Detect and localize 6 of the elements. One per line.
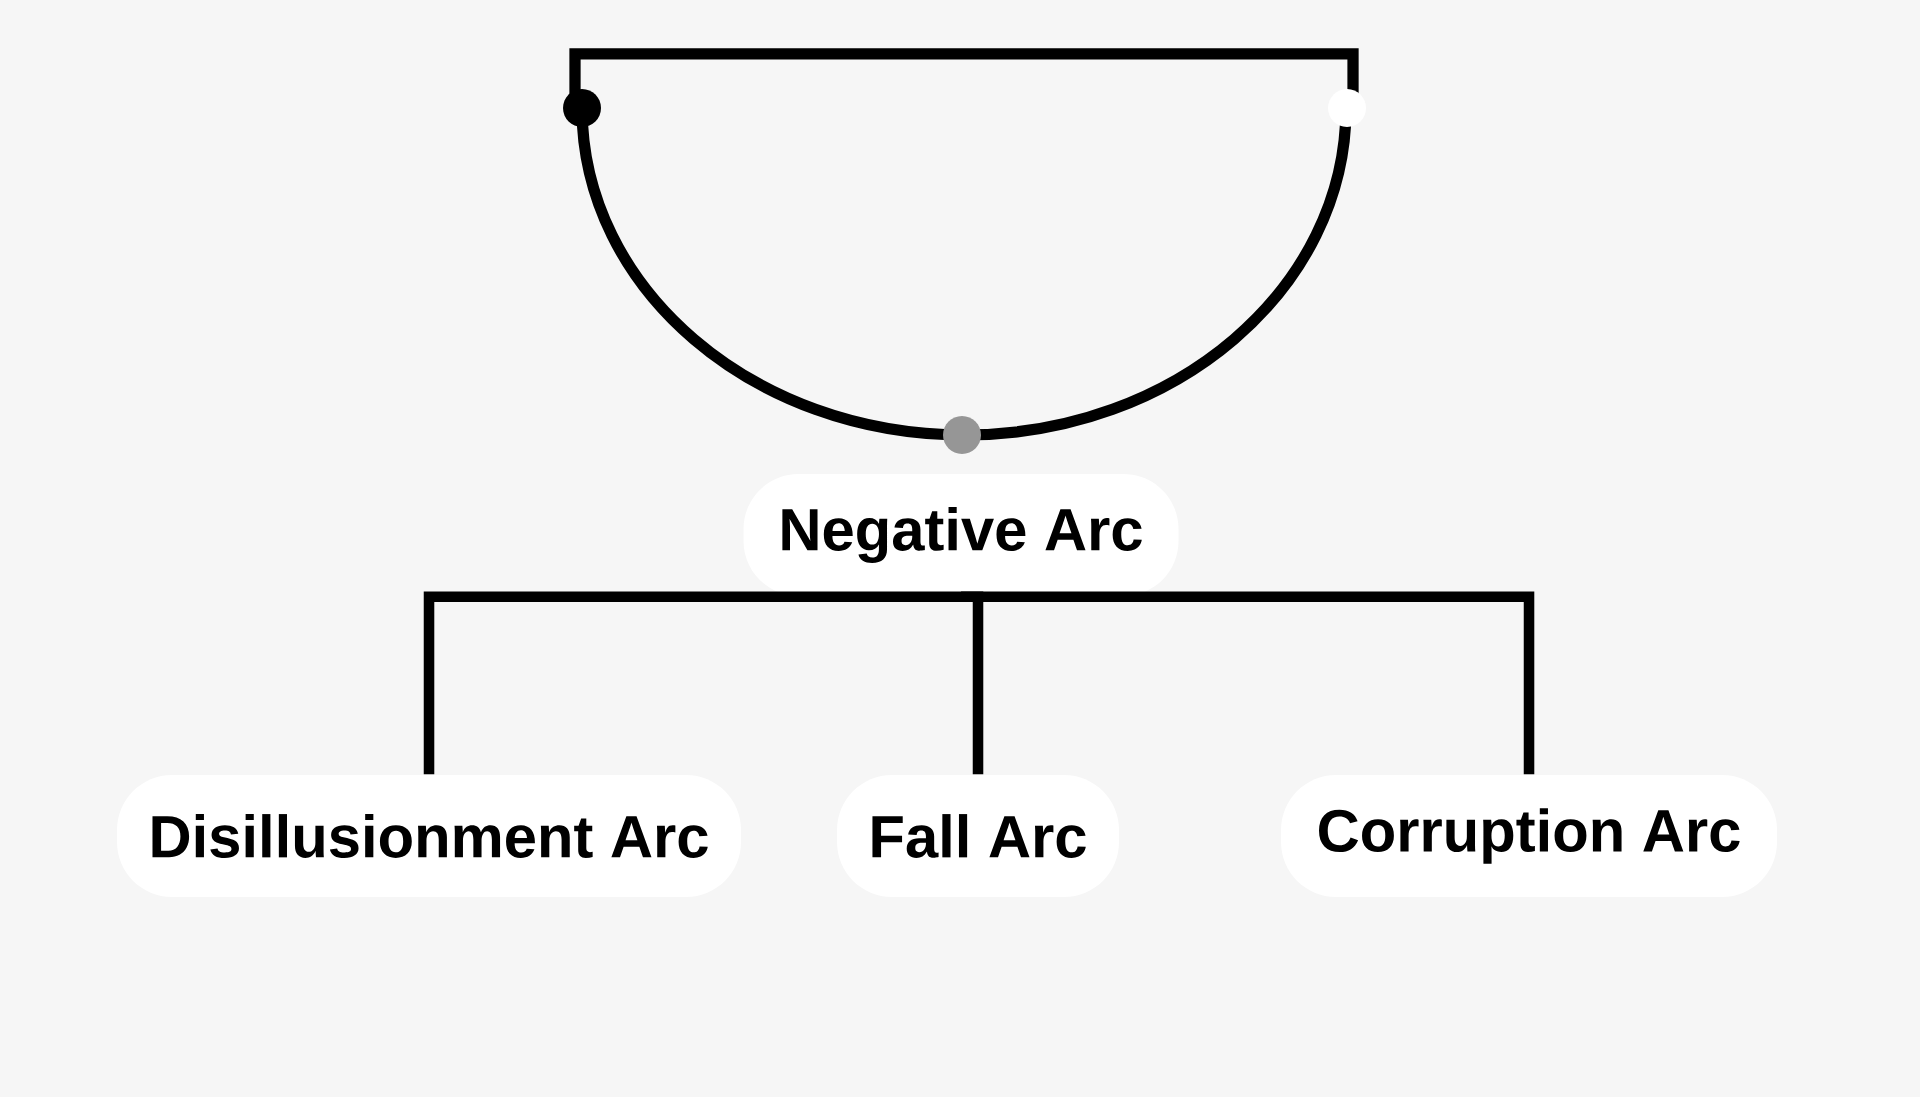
connector-line <box>423 591 961 775</box>
label-box: Disillusionment Arc <box>117 775 741 897</box>
label-box: Corruption Arc <box>1281 775 1778 897</box>
label-box: Negative Arc <box>743 474 1179 596</box>
connector-line <box>961 591 1535 775</box>
label-box: Fall Arc <box>837 775 1119 897</box>
